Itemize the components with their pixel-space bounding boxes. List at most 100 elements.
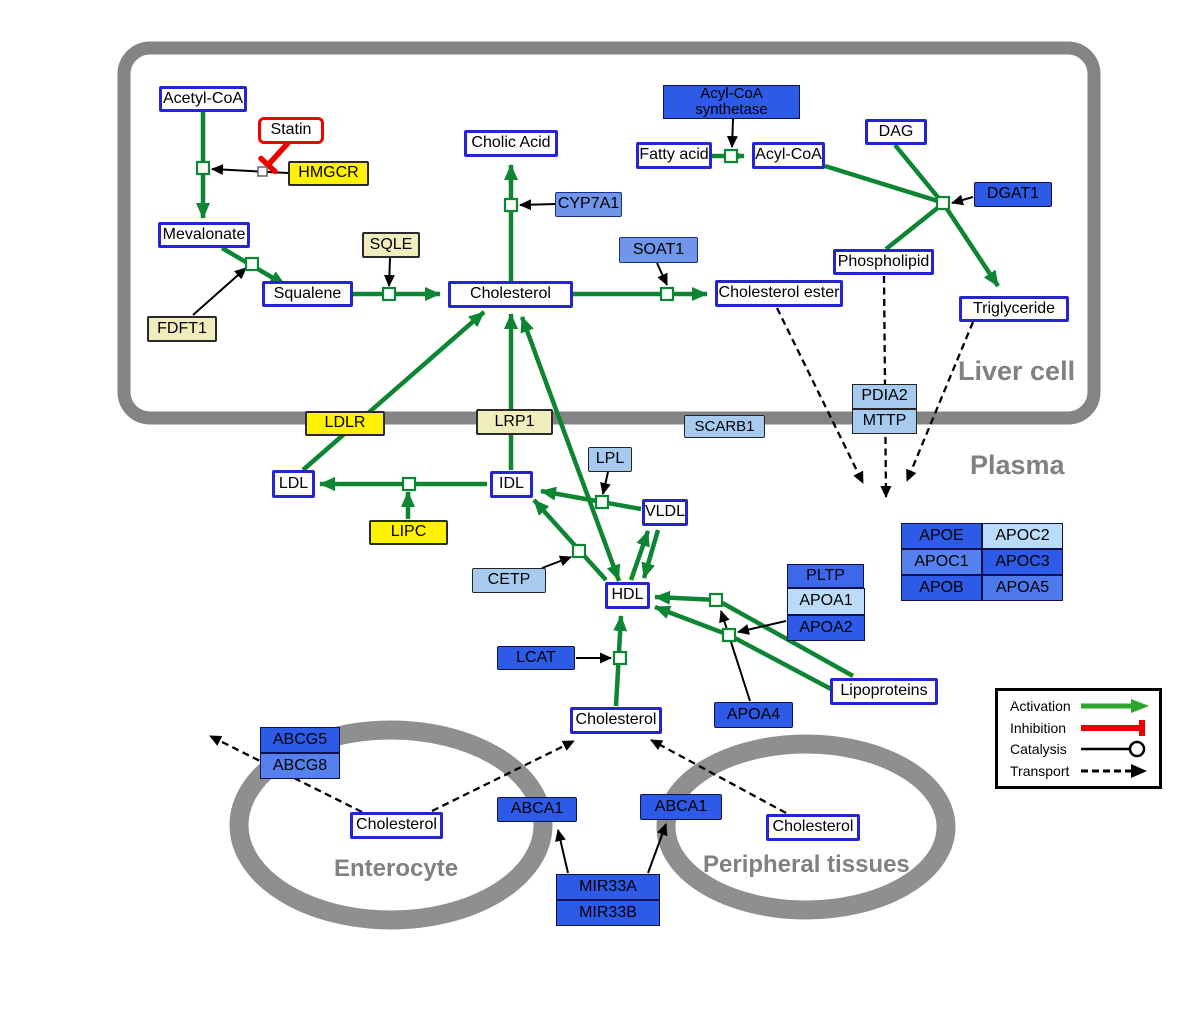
node-dag[interactable]: DAG bbox=[865, 119, 927, 145]
node-mir33a[interactable]: MIR33A bbox=[556, 874, 660, 900]
node-acetyl-coa[interactable]: Acetyl-CoA bbox=[159, 86, 247, 112]
node-fatty-acid[interactable]: Fatty acid bbox=[636, 142, 712, 169]
edge-mir33-abca1-left bbox=[555, 829, 569, 874]
legend-inhibition-row: Inhibition bbox=[1010, 717, 1151, 739]
node-pltp[interactable]: PLTP bbox=[787, 564, 864, 588]
node-cetp[interactable]: CETP bbox=[472, 568, 546, 593]
edge-vldl-idl bbox=[540, 486, 642, 512]
node-pdia2[interactable]: PDIA2 bbox=[852, 384, 917, 409]
node-phospholipid[interactable]: Phospholipid bbox=[833, 249, 934, 275]
enterocyte-label: Enterocyte bbox=[334, 855, 459, 882]
liver-cell-label: Liver cell bbox=[958, 356, 1076, 386]
edge-mir33-abca1-right bbox=[647, 823, 668, 874]
activation-symbol bbox=[1081, 698, 1149, 713]
edge-phospholipid-plasma bbox=[880, 275, 892, 498]
edge-cetp-cat bbox=[541, 555, 572, 569]
node-abca1-right[interactable]: ABCA1 bbox=[640, 794, 722, 820]
edge-apoa12-cat bbox=[737, 620, 787, 635]
edge-hdl-idl bbox=[532, 498, 608, 582]
node-apoe[interactable]: APOE bbox=[901, 523, 982, 549]
node-apoc1[interactable]: APOC1 bbox=[901, 549, 982, 575]
node-idl[interactable]: IDL bbox=[490, 471, 533, 498]
statin-inhibition-bar bbox=[258, 155, 278, 175]
edge-soat1-cat bbox=[656, 262, 668, 286]
node-cholesterol-ester[interactable]: Cholesterol ester bbox=[715, 280, 843, 307]
node-sqle[interactable]: SQLE bbox=[362, 232, 420, 258]
node-cholic-acid[interactable]: Cholic Acid bbox=[464, 130, 558, 157]
node-lipc[interactable]: LIPC bbox=[369, 520, 448, 545]
edge-triglyceride-plasma bbox=[905, 321, 975, 482]
node-statin[interactable]: Statin bbox=[258, 117, 324, 144]
edge-cholesterolester-plasma bbox=[775, 307, 865, 484]
legend-catalysis-row: Catalysis bbox=[1010, 739, 1151, 761]
node-apob[interactable]: APOB bbox=[901, 575, 982, 601]
edge-vldl-hdl bbox=[641, 529, 661, 579]
edge-sqle-cat bbox=[383, 257, 395, 287]
node-apoc2[interactable]: APOC2 bbox=[982, 523, 1063, 549]
node-mevalonate[interactable]: Mevalonate bbox=[158, 222, 250, 248]
legend-transport-row: Transport bbox=[1010, 760, 1151, 782]
node-hmgcr[interactable]: HMGCR bbox=[288, 161, 369, 186]
edge-peripheral-cholesterol-plasma bbox=[650, 738, 787, 815]
node-cholesterol-plasma[interactable]: Cholesterol bbox=[570, 707, 662, 734]
node-lcat[interactable]: LCAT bbox=[497, 646, 575, 670]
edge-junction-phospholipid bbox=[884, 204, 942, 251]
legend-transport-label: Transport bbox=[1010, 763, 1070, 780]
node-vldl[interactable]: VLDL bbox=[642, 499, 688, 526]
node-acyl-coa[interactable]: Acyl-CoA bbox=[752, 142, 825, 169]
edge-acs-cat bbox=[726, 118, 738, 148]
node-scarb1[interactable]: SCARB1 bbox=[684, 415, 765, 438]
edge-fdft1-cat bbox=[192, 267, 247, 316]
legend-inhibition-label: Inhibition bbox=[1010, 719, 1067, 736]
node-cholesterol-peripheral[interactable]: Cholesterol bbox=[766, 814, 860, 841]
node-apoa5[interactable]: APOA5 bbox=[982, 575, 1063, 601]
node-apoa2[interactable]: APOA2 bbox=[787, 615, 865, 641]
node-hdl[interactable]: HDL bbox=[605, 582, 650, 609]
node-lipoproteins[interactable]: Lipoproteins bbox=[830, 678, 938, 705]
edge-lpl-cat bbox=[600, 471, 611, 495]
node-cholesterol-liver[interactable]: Cholesterol bbox=[448, 281, 573, 308]
catalysis-anchor-hmgcr bbox=[257, 166, 268, 177]
node-apoc3[interactable]: APOC3 bbox=[982, 549, 1063, 575]
node-fdft1[interactable]: FDFT1 bbox=[147, 316, 217, 342]
peripheral-tissues-label: Peripheral tissues bbox=[703, 851, 910, 878]
node-mir33b[interactable]: MIR33B bbox=[556, 900, 660, 926]
node-ldlr[interactable]: LDLR bbox=[305, 411, 385, 436]
node-abcg5[interactable]: ABCG5 bbox=[260, 727, 340, 753]
node-apoa4[interactable]: APOA4 bbox=[714, 702, 793, 728]
legend-activation-row: Activation bbox=[1010, 695, 1151, 717]
edge-junction-triglyceride bbox=[943, 204, 1000, 288]
edge-dgat1-cat bbox=[951, 194, 974, 206]
node-lpl[interactable]: LPL bbox=[588, 447, 632, 472]
legend: Activation Inhibition Catalysis Transpor… bbox=[995, 688, 1162, 789]
node-dgat1[interactable]: DGAT1 bbox=[974, 182, 1052, 207]
arrowhead-cholesterol-hdl bbox=[606, 563, 621, 581]
edge-cyp7a1-cat bbox=[519, 199, 556, 211]
liver-cell-membrane bbox=[117, 41, 1101, 425]
node-lrp1[interactable]: LRP1 bbox=[476, 409, 553, 435]
node-ldl[interactable]: LDL bbox=[272, 470, 315, 498]
node-abcg8[interactable]: ABCG8 bbox=[260, 753, 340, 779]
node-apoa1[interactable]: APOA1 bbox=[787, 588, 865, 615]
edge-dag-junction bbox=[893, 143, 943, 203]
node-abca1-left[interactable]: ABCA1 bbox=[497, 797, 577, 822]
edge-hdl-vldl bbox=[628, 530, 651, 581]
node-cyp7a1[interactable]: CYP7A1 bbox=[555, 192, 622, 217]
edge-ldl-cholesterol bbox=[301, 310, 486, 472]
plasma-label: Plasma bbox=[970, 450, 1065, 480]
transport-symbol bbox=[1081, 764, 1147, 779]
node-squalene[interactable]: Squalene bbox=[262, 281, 353, 307]
node-soat1[interactable]: SOAT1 bbox=[619, 237, 698, 263]
node-cholesterol-enterocyte[interactable]: Cholesterol bbox=[350, 812, 443, 839]
node-acyl-coa-synthetase[interactable]: Acyl-CoA synthetase bbox=[663, 85, 800, 119]
edge-acylcoa-junction bbox=[824, 163, 942, 205]
legend-activation-label: Activation bbox=[1010, 697, 1071, 714]
node-mttp[interactable]: MTTP bbox=[852, 409, 917, 434]
edge-enterocyte-cholesterol-plasma bbox=[431, 739, 575, 813]
reaction-anchors bbox=[195, 148, 951, 666]
node-triglyceride[interactable]: Triglyceride bbox=[959, 296, 1069, 322]
edge-statin-inhibition bbox=[265, 140, 291, 168]
